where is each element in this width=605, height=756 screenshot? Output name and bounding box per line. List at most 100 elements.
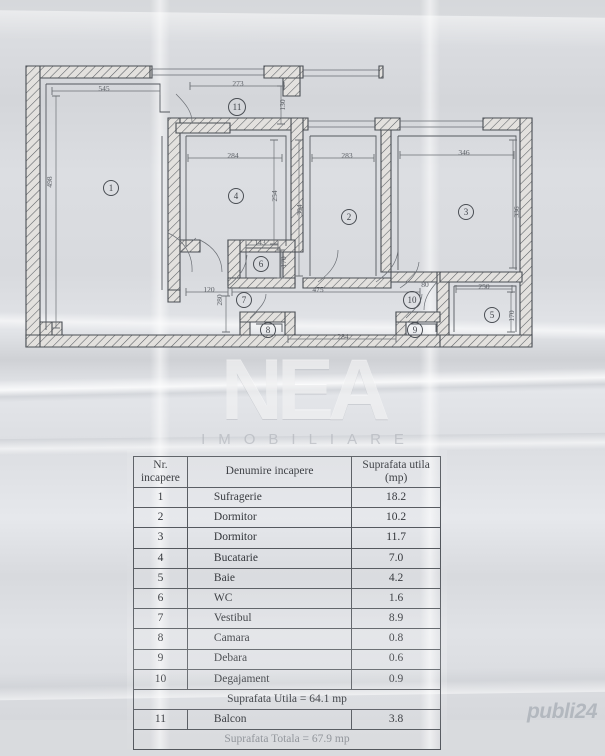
cell-room-name: Sufragerie <box>186 486 353 509</box>
cell-room-area: 18.2 <box>351 486 441 509</box>
cell-room-name: Debara <box>186 648 353 670</box>
svg-text:10: 10 <box>408 295 418 305</box>
cell-room-area: 8.9 <box>351 608 441 630</box>
header-nr-line2: incapere <box>140 472 180 484</box>
svg-text:2: 2 <box>347 212 352 222</box>
cell-room-area: 1.6 <box>351 587 441 610</box>
header-nr: Nr. incapere <box>133 456 188 488</box>
dimension-label: 80 <box>421 280 429 289</box>
cell-room-number: 10 <box>133 668 188 690</box>
svg-text:8: 8 <box>266 325 271 335</box>
walls <box>25 65 533 348</box>
room-marker-8: 8 <box>260 322 276 338</box>
dimension-label: 250 <box>478 282 490 291</box>
dimension-label: 170 <box>507 310 516 322</box>
dimension-label: 284 <box>227 151 239 160</box>
dimension-label: 336 <box>512 206 521 218</box>
dimension-label: 304 <box>295 204 304 216</box>
door-swings <box>167 93 438 319</box>
header-area-line1: Suprafata utila <box>362 458 430 471</box>
svg-text:4: 4 <box>234 191 239 201</box>
header-area-line2: (mp) <box>384 472 408 484</box>
subtotal-row: Suprafata Utila = 64.1 mp <box>133 688 441 711</box>
dimension-label: 254 <box>270 190 279 202</box>
room-marker-2: 2 <box>341 209 357 225</box>
svg-text:1: 1 <box>109 183 114 193</box>
room-outlines <box>45 83 517 332</box>
room-marker-11: 11 <box>228 98 246 116</box>
cell-room-name: Bucatarie <box>186 547 353 569</box>
room-marker-9: 9 <box>407 322 423 338</box>
dimension-label: 120 <box>203 285 215 294</box>
dimension-label: 170 <box>279 256 288 268</box>
svg-text:3: 3 <box>464 207 469 217</box>
cell-room-area: 0.6 <box>351 648 441 670</box>
cell-room-area: 4.2 <box>351 567 441 589</box>
header-name: Denumire incapere <box>186 456 353 488</box>
dimension-label: 545 <box>98 84 110 93</box>
publi24-logo: publi24 <box>526 700 598 723</box>
cell-room-area: 11.7 <box>351 527 441 549</box>
header-area: Suprafata utila (mp) <box>351 456 441 488</box>
room-marker-10: 10 <box>403 291 421 309</box>
cell-room-number: 9 <box>133 648 188 670</box>
dimension-label: 283 <box>341 151 353 160</box>
cell-room-name: Vestibul <box>186 608 353 630</box>
svg-text:6: 6 <box>259 259 264 269</box>
cell-room-area: 0.8 <box>351 628 441 650</box>
dimension-label: 498 <box>45 176 54 188</box>
svg-text:9: 9 <box>413 325 418 335</box>
dimension-label: 346 <box>458 148 470 157</box>
room-marker-7: 7 <box>236 292 252 308</box>
cell-subtotal: Suprafata Utila = 64.1 mp <box>133 688 441 711</box>
cell-room-number: 3 <box>133 527 188 549</box>
cell-room-number: 1 <box>133 486 188 509</box>
cell-room-number: 6 <box>133 587 188 610</box>
dimension-label: 273 <box>232 79 244 88</box>
room-schedule-table: Nr. incapere Denumire incapere Suprafata… <box>127 449 447 756</box>
svg-text:11: 11 <box>233 102 242 112</box>
cell-room-name: Camara <box>186 628 353 650</box>
cell-room-area: 0.9 <box>351 668 441 690</box>
room-marker-4: 4 <box>228 188 244 204</box>
room-marker-6: 6 <box>253 256 269 272</box>
room-marker-3: 3 <box>458 204 474 220</box>
cell-room-number: 4 <box>133 547 188 569</box>
cell-room-name: WC <box>186 587 353 610</box>
total-row: Suprafata Totala = 67.9 mp <box>133 729 441 751</box>
header-nr-line1: Nr. <box>153 458 168 471</box>
cell-room-name: Baie <box>186 567 353 589</box>
room-marker-5: 5 <box>484 307 500 323</box>
cell-room-number: 2 <box>133 507 188 529</box>
cell-room-name: Degajament <box>186 668 353 690</box>
cell-room-number: 8 <box>133 628 188 650</box>
room-marker-1: 1 <box>103 180 119 196</box>
svg-text:7: 7 <box>242 295 247 305</box>
cell-room-number: 5 <box>133 567 188 589</box>
dimension-lines <box>51 82 517 343</box>
cell-room-name: Dormitor <box>186 507 353 529</box>
paper-crease <box>0 432 605 456</box>
dimension-label: 130 <box>278 99 287 111</box>
cell-total: Suprafata Totala = 67.9 mp <box>133 729 441 751</box>
dimension-label: 143 <box>254 238 266 247</box>
cell-room-area: 7.0 <box>351 547 441 569</box>
svg-text:5: 5 <box>490 310 495 320</box>
dimension-label: 284 <box>337 332 349 341</box>
dimension-label: 280 <box>215 294 224 306</box>
floor-plan-drawing: .w{fill:url(#hatch);stroke:#4a4e54;strok… <box>25 65 533 348</box>
dimension-label: 475 <box>312 285 324 294</box>
cell-room-area: 10.2 <box>351 507 441 529</box>
cell-room-number: 7 <box>133 608 188 630</box>
